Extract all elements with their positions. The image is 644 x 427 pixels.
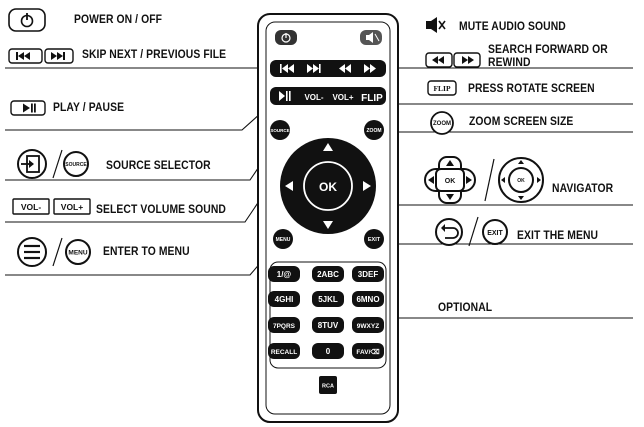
label-menu: ENTER TO MENU — [103, 246, 190, 258]
keypad-key[interactable]: 8TUV — [312, 317, 344, 333]
keypad-key[interactable]: RECALL — [268, 343, 300, 359]
navigation-pad: OK — [280, 138, 376, 234]
next-button[interactable] — [307, 64, 321, 73]
keypad: 1/@ 2ABC 3DEF 4GHI 5JKL 6MNO 7PQRS 8TUV 9WXYZ REC… — [268, 261, 387, 369]
label-volume: SELECT VOLUME SOUND — [96, 204, 226, 216]
keypad-key[interactable]: 5JKL — [312, 291, 344, 307]
nav-left-button[interactable] — [285, 181, 293, 191]
source-icon-label: SOURCE — [65, 162, 87, 168]
exit-button[interactable]: EXIT — [364, 229, 384, 249]
keypad-key[interactable]: 2ABC — [312, 266, 344, 282]
label-source: SOURCE SELECTOR — [106, 160, 211, 172]
source-button[interactable]: SOURCE — [270, 120, 290, 140]
svg-text:SOURCE: SOURCE — [270, 128, 289, 133]
skip-previous-icon — [8, 48, 43, 64]
skip-next-icon — [44, 48, 74, 64]
keypad-key-label: 7PQRS — [273, 323, 296, 330]
play-pause-icon — [10, 100, 46, 116]
keypad-key-label: 8TUV — [318, 321, 339, 330]
label-zoom: ZOOM SCREEN SIZE — [469, 116, 574, 128]
flip-button[interactable]: FLIP — [361, 93, 383, 104]
keypad-key[interactable]: FAV/⌫ — [352, 343, 384, 359]
menu-button[interactable]: MENU — [273, 229, 293, 249]
label-optional: OPTIONAL — [438, 302, 493, 314]
mute-button[interactable] — [360, 30, 382, 45]
search-rewind-icon — [425, 52, 453, 68]
zoom-button[interactable]: ZOOM — [364, 120, 384, 140]
nav-right-button[interactable] — [363, 181, 371, 191]
keypad-key[interactable]: 4GHI — [268, 291, 300, 307]
label-exit: EXIT THE MENU — [517, 230, 599, 242]
prev-button[interactable] — [280, 64, 294, 73]
function-row: VOL- VOL+ FLIP — [270, 87, 386, 105]
power-icon — [8, 8, 46, 32]
menu-icon: MENU — [17, 237, 91, 267]
vol-plus-button[interactable]: VOL+ — [332, 93, 353, 102]
keypad-key[interactable]: 7PQRS — [268, 317, 300, 333]
transport-row — [270, 60, 386, 77]
label-power: POWER ON / OFF — [74, 14, 163, 26]
label-rotate: PRESS ROTATE SCREEN — [468, 83, 595, 95]
brand-logo: RCA — [319, 376, 337, 394]
nav-up-button[interactable] — [323, 143, 333, 151]
label-play: PLAY / PAUSE — [53, 102, 125, 114]
volume-buttons-icon: VOL- VOL+ — [12, 198, 91, 215]
keypad-key[interactable]: 9WXYZ — [352, 317, 384, 333]
keypad-key-label: 1/@ — [277, 270, 292, 279]
exit-icon-label: EXIT — [487, 230, 503, 237]
exit-icon: EXIT — [435, 216, 508, 247]
label-search-line1: SEARCH FORWARD OR — [488, 44, 608, 56]
vol-minus-button[interactable]: VOL- — [304, 93, 323, 102]
nav-down-button[interactable] — [323, 221, 333, 229]
svg-text:OK: OK — [319, 180, 337, 194]
keypad-key-label: 5JKL — [318, 295, 338, 304]
keypad-key-label: FAV/⌫ — [356, 348, 380, 356]
keypad-key-label: 9WXYZ — [357, 323, 379, 330]
keypad-key-label: 2ABC — [317, 270, 339, 279]
keypad-key-label: 4GHI — [275, 295, 294, 304]
svg-text:ZOOM: ZOOM — [367, 128, 382, 134]
label-skip: SKIP NEXT / PREVIOUS FILE — [82, 49, 227, 61]
power-button[interactable] — [275, 30, 297, 45]
mute-icon — [426, 17, 446, 33]
label-navigator: NAVIGATOR — [552, 183, 614, 195]
flip-icon: FLIP — [427, 80, 457, 96]
keypad-key[interactable]: 6MNO — [352, 291, 384, 307]
menu-icon-label: MENU — [68, 250, 87, 257]
flip-icon-label: FLIP — [433, 84, 451, 93]
keypad-key[interactable]: 0 — [312, 343, 344, 359]
search-forward-icon — [453, 52, 481, 68]
label-mute: MUTE AUDIO SOUND — [459, 21, 566, 33]
zoom-icon-label: ZOOM — [433, 121, 451, 127]
vol-minus-icon-label: VOL- — [21, 202, 41, 212]
keypad-key[interactable]: 3DEF — [352, 266, 384, 282]
svg-text:MENU: MENU — [276, 237, 291, 243]
vol-plus-icon-label: VOL+ — [61, 202, 83, 212]
source-input-icon: SOURCE — [17, 149, 89, 179]
label-search-line2: REWIND — [488, 57, 531, 69]
keypad-key-label: 6MNO — [356, 295, 379, 304]
keypad-key-label: 3DEF — [358, 270, 379, 279]
forward-button[interactable] — [364, 64, 376, 73]
zoom-icon: ZOOM — [430, 111, 454, 135]
navigator-ring-ok-label: OK — [517, 178, 525, 184]
play-pause-button[interactable] — [279, 91, 291, 101]
ok-button[interactable]: OK — [303, 161, 353, 211]
keypad-key-label: RECALL — [271, 349, 297, 356]
navigator-icon: OK OK — [424, 156, 544, 204]
keypad-key[interactable]: 1/@ — [268, 266, 300, 282]
svg-text:EXIT: EXIT — [368, 237, 381, 243]
svg-text:RCA: RCA — [322, 384, 334, 390]
keypad-key-label: 0 — [326, 347, 331, 356]
navigator-ok-label: OK — [445, 178, 456, 185]
rewind-button[interactable] — [339, 64, 351, 73]
